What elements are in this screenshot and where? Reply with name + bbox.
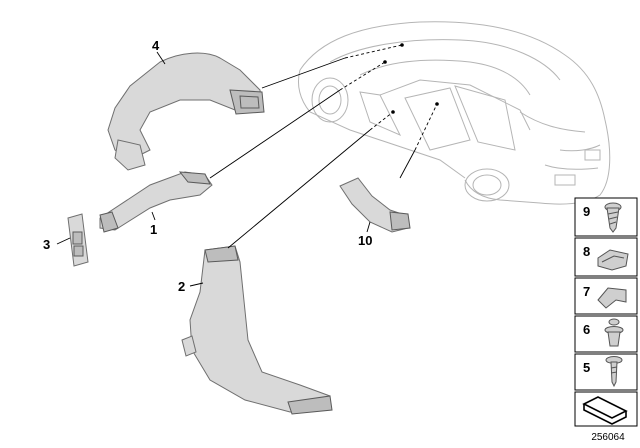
kit-symbol-box: [574, 391, 638, 427]
svg-text:9: 9: [583, 204, 590, 219]
diagram-number: 256064: [591, 432, 625, 443]
fastener-box-9: 9: [574, 197, 638, 237]
callout-labels: 4 1 3 2 10: [43, 38, 372, 294]
svg-text:6: 6: [583, 322, 590, 337]
push-pin-icon: [605, 356, 623, 388]
callout-4: 4: [152, 38, 160, 53]
part-3-bracket: [67, 213, 89, 267]
callout-10: 10: [358, 233, 372, 248]
svg-text:7: 7: [583, 284, 590, 299]
part-1-air-duct: [99, 171, 213, 233]
callout-1: 1: [150, 222, 157, 237]
fastener-box-8: 8: [574, 237, 638, 277]
part-4-air-duct: [107, 52, 265, 171]
clip-nut-icon: [597, 249, 629, 271]
part-2-air-duct: [181, 245, 333, 415]
fastener-box-5: 5: [574, 353, 638, 391]
vehicle-outline: [297, 21, 611, 205]
expanding-rivet-icon: [604, 318, 624, 347]
svg-text:8: 8: [583, 244, 590, 259]
kit-symbol-icon: [582, 396, 628, 425]
callout-2: 2: [178, 279, 185, 294]
fastener-panel: 9 8 7: [574, 197, 638, 427]
callout-3: 3: [43, 237, 50, 252]
screw-icon: [604, 202, 622, 233]
spring-clip-icon: [597, 287, 627, 309]
fastener-box-7: 7: [574, 277, 638, 315]
part-10-air-duct: [339, 177, 411, 233]
svg-text:5: 5: [583, 360, 590, 375]
fastener-box-6: 6: [574, 315, 638, 353]
leader-lines: [56, 43, 439, 287]
